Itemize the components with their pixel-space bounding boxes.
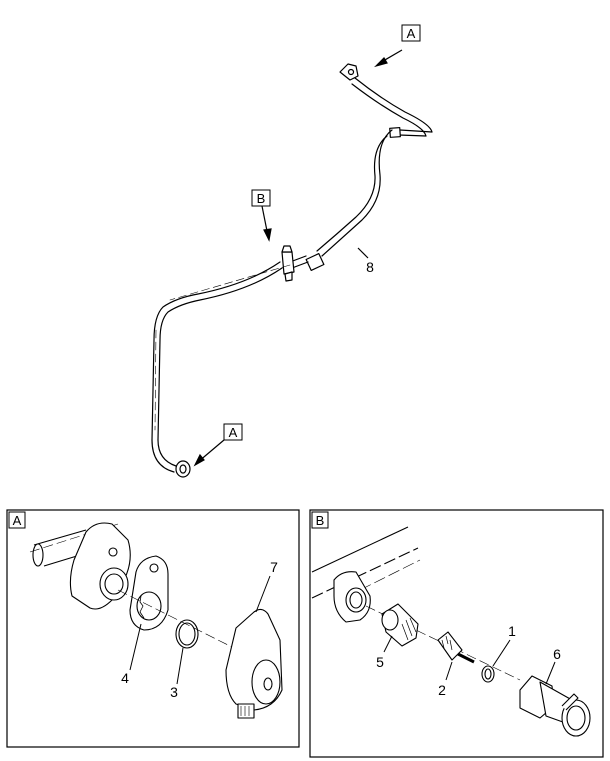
detail-b-label: B xyxy=(316,513,325,528)
view-arrows xyxy=(193,49,403,467)
callout-3: 3 xyxy=(170,684,178,700)
detail-a-panel: A xyxy=(6,509,300,748)
callout-6: 6 xyxy=(553,646,561,662)
callout-7: 7 xyxy=(270,559,278,575)
callout-1: 1 xyxy=(508,623,516,639)
view-label-a-bottom: A xyxy=(223,423,243,441)
tube-assembly xyxy=(151,63,433,478)
view-label-text: B xyxy=(257,191,266,206)
view-label-b-main: B xyxy=(251,189,271,207)
callout-4: 4 xyxy=(121,670,129,686)
callout-5: 5 xyxy=(376,654,384,670)
callout-2: 2 xyxy=(438,682,446,698)
detail-b-panel: B xyxy=(309,509,604,758)
view-label-text: A xyxy=(407,26,416,41)
view-label-a-top: A xyxy=(401,24,421,42)
view-label-text: A xyxy=(229,425,238,440)
callout-8: 8 xyxy=(366,259,374,275)
detail-a-label: A xyxy=(13,513,22,528)
